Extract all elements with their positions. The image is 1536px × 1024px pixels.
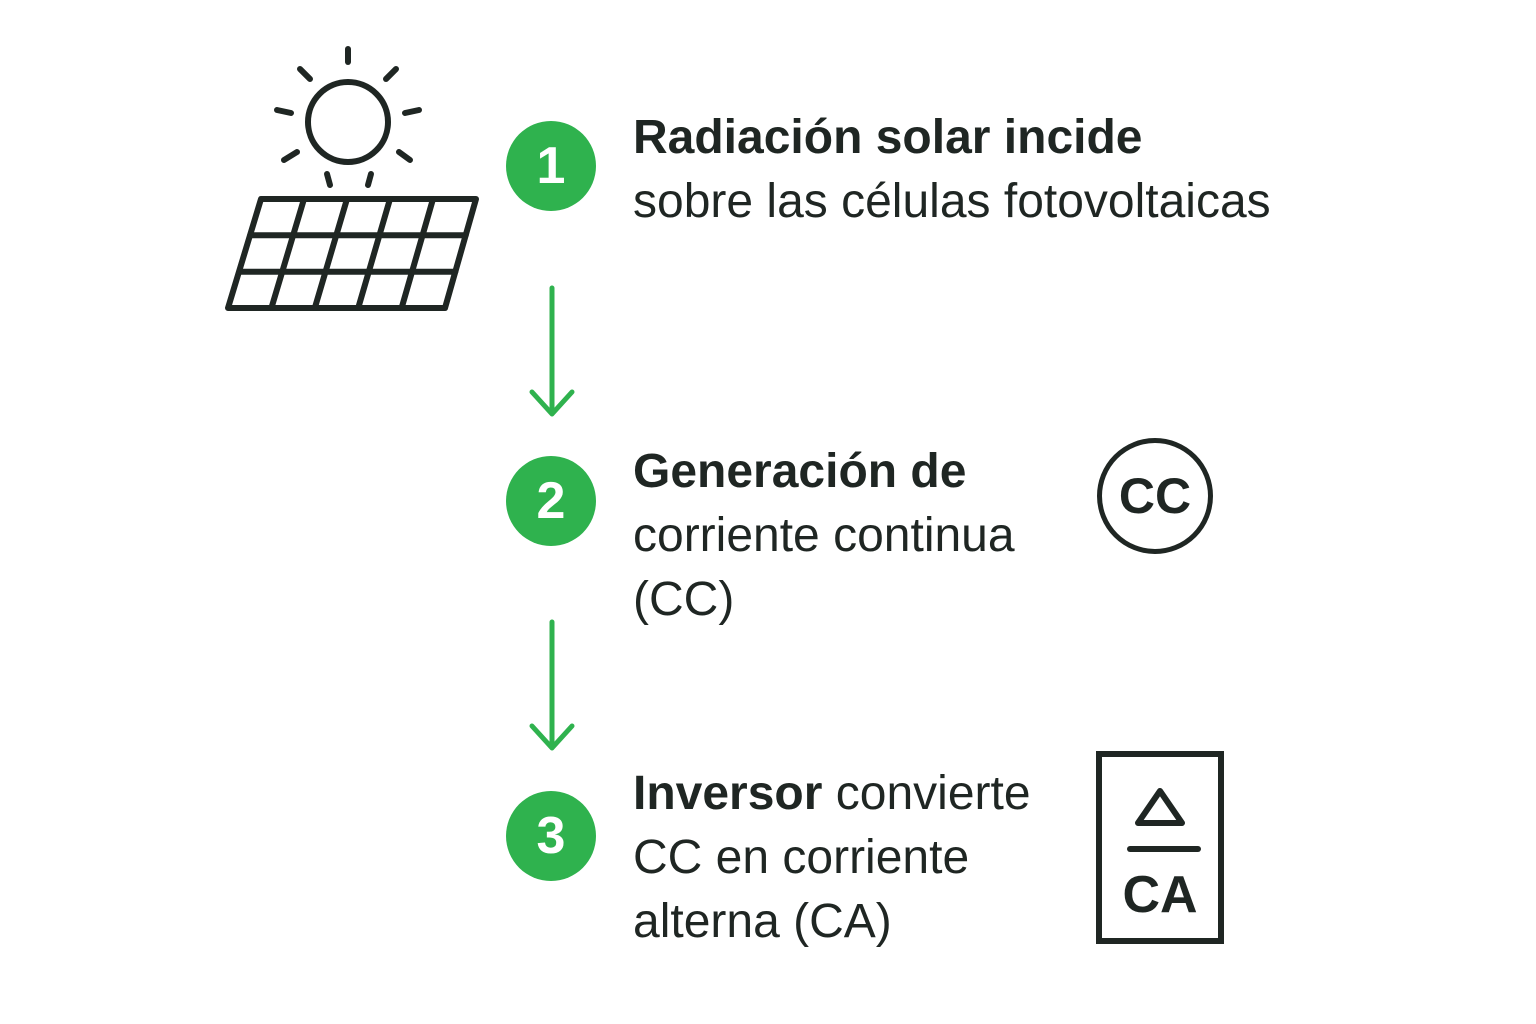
inverter-ca-icon: CA	[1096, 751, 1224, 944]
sun-icon	[274, 46, 422, 188]
step-2-description-line-1: corriente continua	[633, 509, 1015, 562]
step-3-description-line-2: alterna (CA)	[633, 895, 892, 948]
step-1-number-badge: 1	[506, 121, 596, 211]
solar-panel-icon	[225, 196, 479, 311]
step-3-title-line: Inversor convierte	[633, 762, 1031, 826]
step-3-number-badge: 3	[506, 791, 596, 881]
step-1-title: Radiación solar incide	[633, 111, 1143, 164]
step-2-number-badge: 2	[506, 456, 596, 546]
step-3-title: Inversor	[633, 767, 823, 820]
down-arrow-icon	[529, 285, 575, 417]
step-1-text: Radiación solar incide sobre las células…	[633, 106, 1271, 234]
step-2-title: Generación de	[633, 445, 967, 498]
step-1-description: sobre las células fotovoltaicas	[633, 175, 1271, 228]
delta-symbol-icon	[1127, 788, 1201, 852]
down-arrow-icon	[529, 619, 575, 751]
step-3-text: Inversor convierte CC en corriente alter…	[633, 762, 1031, 954]
step-3-description-line-1: CC en corriente	[633, 831, 970, 884]
step-3-title-rest: convierte	[822, 767, 1031, 820]
step-2-text: Generación de corriente continua (CC)	[633, 440, 1015, 632]
ca-label: CA	[1122, 866, 1198, 924]
cc-circle-icon: CC	[1097, 438, 1213, 554]
step-2-description-line-2: (CC)	[633, 573, 735, 626]
